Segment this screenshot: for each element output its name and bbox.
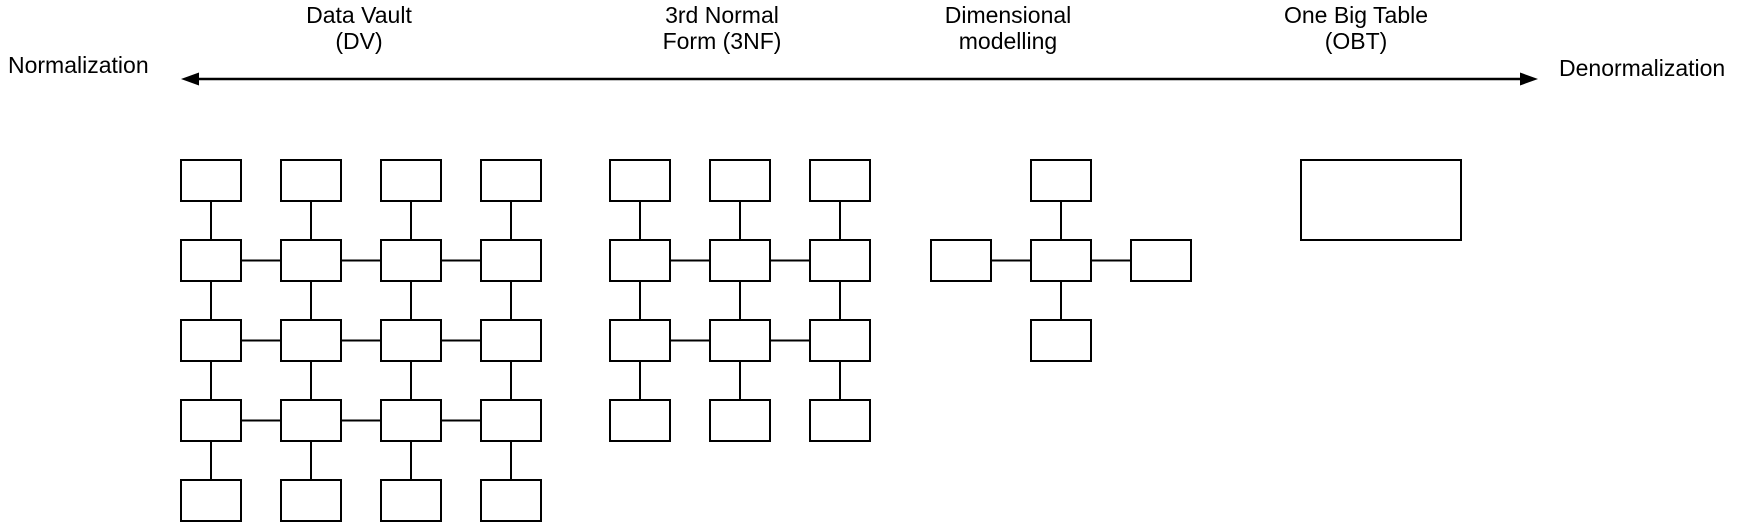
- table-box-data-vault: [480, 239, 542, 282]
- label-third-normal-form-line1: 3rd Normal: [665, 2, 779, 28]
- table-box-data-vault: [380, 159, 442, 202]
- table-box-third-normal-form: [809, 319, 871, 362]
- table-box-data-vault: [180, 159, 242, 202]
- label-dimensional-modelling: Dimensional modelling: [858, 2, 1158, 54]
- table-box-data-vault: [180, 399, 242, 442]
- table-box-dimensional-modelling: [930, 239, 992, 282]
- label-one-big-table-line1: One Big Table: [1283, 2, 1429, 28]
- table-box-data-vault: [280, 239, 342, 282]
- spectrum-arrowhead-right: [1520, 72, 1538, 86]
- label-data-vault-line1: Data Vault: [306, 2, 412, 28]
- table-box-dimensional-modelling: [1030, 159, 1092, 202]
- table-box-one-big-table: [1300, 159, 1462, 241]
- table-box-third-normal-form: [709, 319, 771, 362]
- table-box-data-vault: [180, 319, 242, 362]
- label-third-normal-form-line2: Form (3NF): [662, 28, 782, 54]
- table-box-third-normal-form: [609, 399, 671, 442]
- table-box-third-normal-form: [609, 319, 671, 362]
- table-box-third-normal-form: [609, 239, 671, 282]
- table-box-third-normal-form: [809, 239, 871, 282]
- label-data-vault: Data Vault (DV): [209, 2, 509, 54]
- label-dimensional-modelling-line2: modelling: [958, 28, 1058, 54]
- table-box-data-vault: [280, 319, 342, 362]
- table-box-data-vault: [380, 399, 442, 442]
- table-box-data-vault: [480, 479, 542, 522]
- table-box-data-vault: [180, 239, 242, 282]
- table-box-dimensional-modelling: [1030, 239, 1092, 282]
- table-box-dimensional-modelling: [1030, 319, 1092, 362]
- table-box-data-vault: [280, 479, 342, 522]
- table-box-data-vault: [280, 399, 342, 442]
- spectrum-arrowhead-left: [181, 72, 199, 86]
- table-box-data-vault: [480, 319, 542, 362]
- table-box-dimensional-modelling: [1130, 239, 1192, 282]
- table-box-third-normal-form: [709, 399, 771, 442]
- table-box-data-vault: [380, 239, 442, 282]
- label-third-normal-form: 3rd Normal Form (3NF): [572, 2, 872, 54]
- table-box-third-normal-form: [709, 159, 771, 202]
- table-box-data-vault: [380, 319, 442, 362]
- table-box-data-vault: [280, 159, 342, 202]
- label-dimensional-modelling-line1: Dimensional: [944, 2, 1072, 28]
- table-box-data-vault: [480, 399, 542, 442]
- table-box-third-normal-form: [809, 399, 871, 442]
- table-box-data-vault: [480, 159, 542, 202]
- table-box-third-normal-form: [709, 239, 771, 282]
- table-box-third-normal-form: [609, 159, 671, 202]
- axis-label-normalization: Normalization: [8, 52, 149, 78]
- axis-label-denormalization: Denormalization: [1559, 55, 1726, 81]
- table-box-data-vault: [180, 479, 242, 522]
- label-one-big-table-line2: (OBT): [1324, 28, 1388, 54]
- table-box-data-vault: [380, 479, 442, 522]
- label-one-big-table: One Big Table (OBT): [1206, 2, 1506, 54]
- label-data-vault-line2: (DV): [335, 28, 383, 54]
- table-box-third-normal-form: [809, 159, 871, 202]
